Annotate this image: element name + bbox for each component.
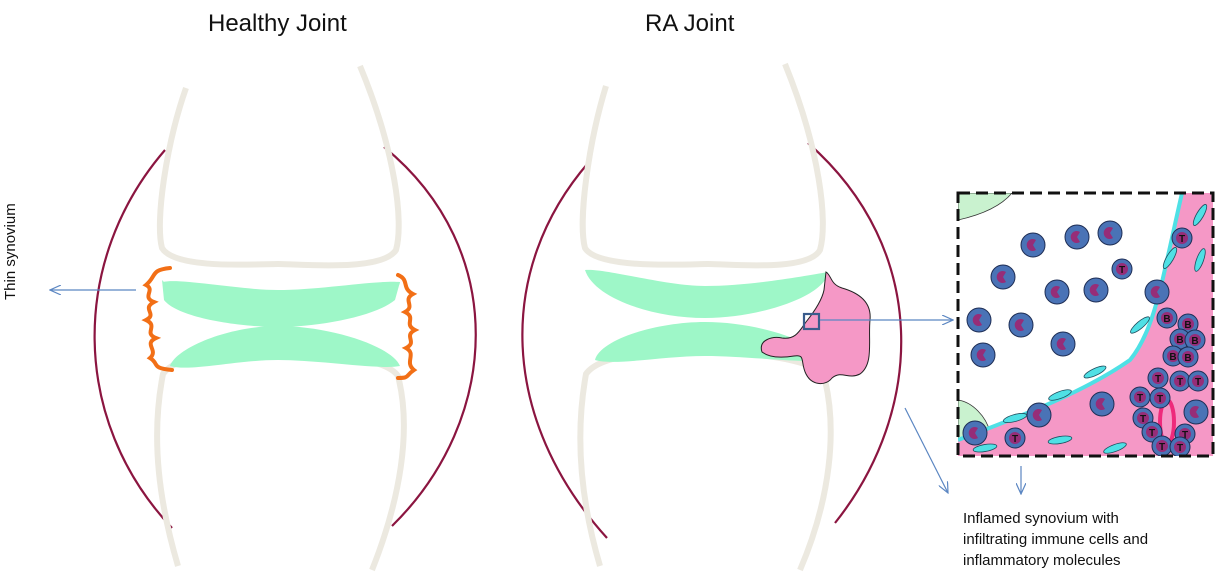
t-cell-20: T xyxy=(1170,371,1190,391)
macrophage-9 xyxy=(967,308,991,332)
macrophage-2 xyxy=(1098,221,1122,245)
macrophage-11 xyxy=(1051,332,1075,356)
b-cell-12: B xyxy=(1157,308,1177,328)
macrophage-0 xyxy=(1021,233,1045,257)
healthy-lower-bone xyxy=(157,352,404,570)
t-cell-23: T xyxy=(1150,388,1170,408)
healthy-cartilage-lower-body xyxy=(170,326,400,368)
t-cell-19: T xyxy=(1148,368,1168,388)
svg-text:T: T xyxy=(1157,394,1163,405)
t-cell-3: T xyxy=(1172,228,1192,248)
healthy-cartilage-upper-body xyxy=(163,281,400,324)
ra-lower-bone xyxy=(580,352,830,570)
svg-text:B: B xyxy=(1169,352,1176,363)
macrophage-4 xyxy=(991,265,1015,289)
healthy-upper-bone xyxy=(160,66,399,265)
svg-text:B: B xyxy=(1176,335,1183,346)
svg-text:T: T xyxy=(1012,434,1018,445)
macrophage-8 xyxy=(1145,280,1169,304)
svg-text:T: T xyxy=(1177,377,1183,388)
macrophage-24 xyxy=(1027,403,1051,427)
svg-text:T: T xyxy=(1195,377,1201,388)
macrophage-6 xyxy=(1084,278,1108,302)
macrophage-1 xyxy=(1065,225,1089,249)
macrophage-5 xyxy=(1045,280,1069,304)
macrophage-14 xyxy=(971,343,995,367)
svg-text:T: T xyxy=(1155,374,1161,385)
ra-capsule-left xyxy=(522,162,607,538)
svg-text:B: B xyxy=(1184,353,1191,364)
svg-text:T: T xyxy=(1177,443,1183,454)
t-cell-32: T xyxy=(1152,436,1172,456)
svg-text:T: T xyxy=(1149,428,1155,439)
t-cell-21: T xyxy=(1188,371,1208,391)
healthy-joint xyxy=(50,66,476,570)
t-cell-29: T xyxy=(1005,428,1025,448)
b-cell-18: B xyxy=(1178,347,1198,367)
svg-text:T: T xyxy=(1140,414,1146,425)
macrophage-28 xyxy=(963,421,987,445)
svg-text:B: B xyxy=(1163,314,1170,325)
svg-text:B: B xyxy=(1191,336,1198,347)
macrophage-25 xyxy=(1090,392,1114,416)
macrophage-10 xyxy=(1009,313,1033,337)
t-cell-22: T xyxy=(1130,387,1150,407)
t-cell-7: T xyxy=(1112,259,1132,279)
svg-text:T: T xyxy=(1159,442,1165,453)
svg-text:T: T xyxy=(1137,393,1143,404)
svg-text:B: B xyxy=(1184,320,1191,331)
ra-cartilage-upper xyxy=(585,270,828,318)
svg-text:T: T xyxy=(1119,265,1125,276)
ra-joint xyxy=(522,64,1021,570)
inflamed-caption-arrow-diagonal xyxy=(905,408,948,493)
t-cell-33: T xyxy=(1170,437,1190,457)
ra-upper-bone xyxy=(583,64,823,265)
macrophage-27 xyxy=(1184,400,1208,424)
healthy-synovium-right xyxy=(398,275,415,378)
svg-text:T: T xyxy=(1179,234,1185,245)
